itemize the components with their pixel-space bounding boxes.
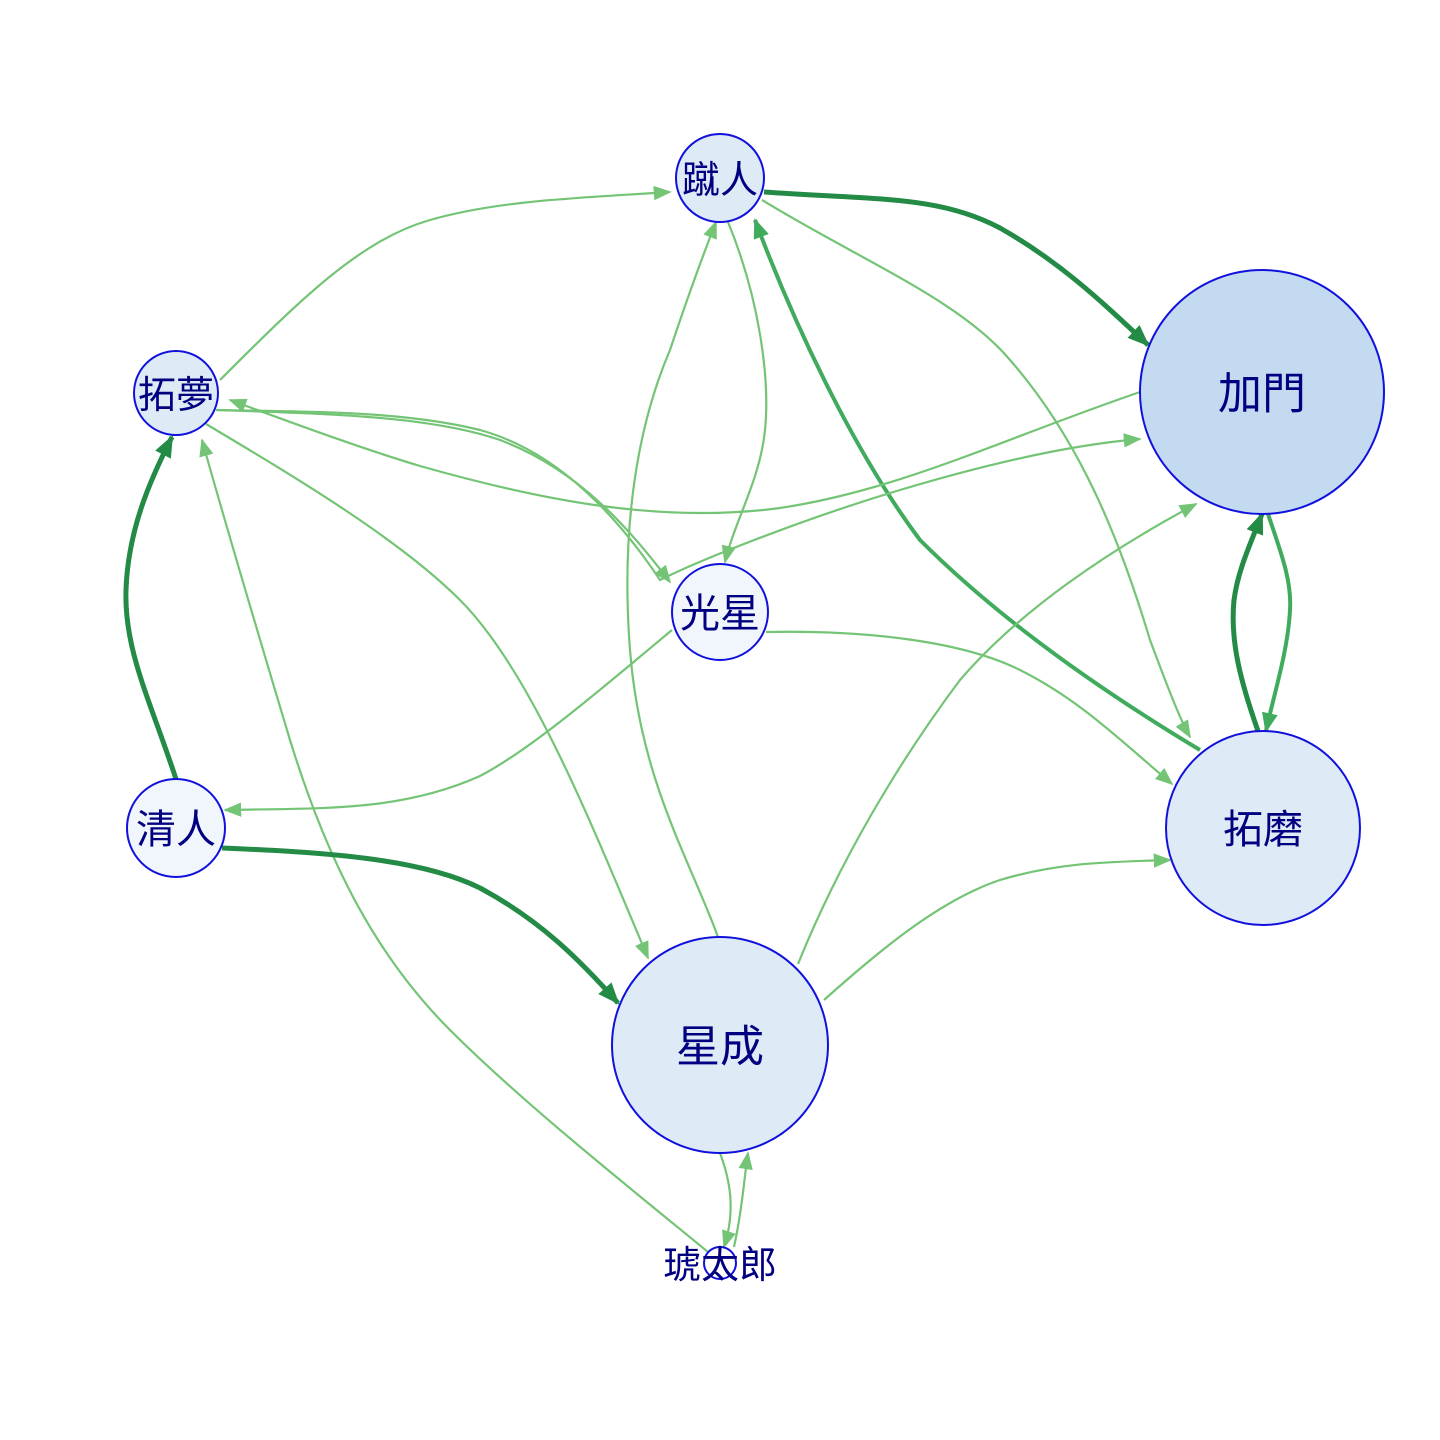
node-label-kiyoto: 清人	[136, 807, 216, 853]
node-circle-takuma	[1165, 730, 1361, 926]
node-kosei: 光星	[671, 563, 769, 661]
edge-takumu-to-seinari	[205, 423, 650, 960]
node-circle-takumu	[133, 350, 219, 436]
edge-shuto-to-kosei	[721, 221, 768, 564]
edge-kamon-to-takumu	[228, 390, 1141, 515]
node-takumu: 拓夢	[133, 350, 219, 436]
edge-shuto-to-kamon	[763, 189, 1150, 347]
edge-shuto-to-takuma	[761, 199, 1191, 739]
edge-seinari-to-shuto	[626, 220, 720, 938]
edge-takuma-to-shuto	[753, 218, 1202, 752]
node-circle-kamon	[1139, 269, 1385, 515]
node-circle-kotaro	[703, 1246, 737, 1280]
node-label-takumu: 拓夢	[138, 373, 214, 417]
node-seinari: 星成	[611, 936, 829, 1154]
edge-takumu-to-kamon	[215, 408, 1142, 582]
node-label-takuma: 拓磨	[1223, 807, 1303, 853]
edge-takumu-to-kosei	[217, 408, 672, 584]
node-circle-seinari	[611, 936, 829, 1154]
node-label-kamon: 加門	[1218, 369, 1306, 420]
edge-kosei-to-kiyoto	[223, 629, 673, 817]
node-kotaro: 琥太郎	[663, 1243, 777, 1287]
edge-kotaro-to-takumu	[199, 438, 709, 1253]
edges-layer	[123, 185, 1293, 1253]
edge-kosei-to-takuma	[765, 630, 1174, 786]
edge-seinari-to-kotaro	[718, 1152, 736, 1249]
node-kiyoto: 清人	[126, 778, 226, 878]
node-circle-kosei	[671, 563, 769, 661]
edge-seinari-to-kamon	[796, 503, 1198, 965]
node-kamon: 加門	[1139, 269, 1385, 515]
node-circle-shuto	[675, 133, 765, 223]
edge-takumu-to-shuto	[219, 185, 672, 381]
edge-kamon-to-takuma	[1262, 513, 1293, 733]
node-takuma: 拓磨	[1165, 730, 1361, 926]
edge-kotaro-to-seinari	[732, 1151, 753, 1248]
node-label-seinari: 星成	[676, 1022, 764, 1073]
node-label-kosei: 光星	[680, 591, 760, 637]
edge-seinari-to-takuma	[823, 853, 1172, 1001]
node-label-shuto: 蹴人	[682, 158, 758, 202]
edge-takuma-to-kamon	[1230, 511, 1265, 732]
node-label-kotaro: 琥太郎	[663, 1243, 777, 1287]
node-circle-kiyoto	[126, 778, 226, 878]
edge-kiyoto-to-seinari	[221, 845, 620, 1005]
edge-kiyoto-to-takumu	[123, 435, 179, 780]
node-shuto: 蹴人	[675, 133, 765, 223]
